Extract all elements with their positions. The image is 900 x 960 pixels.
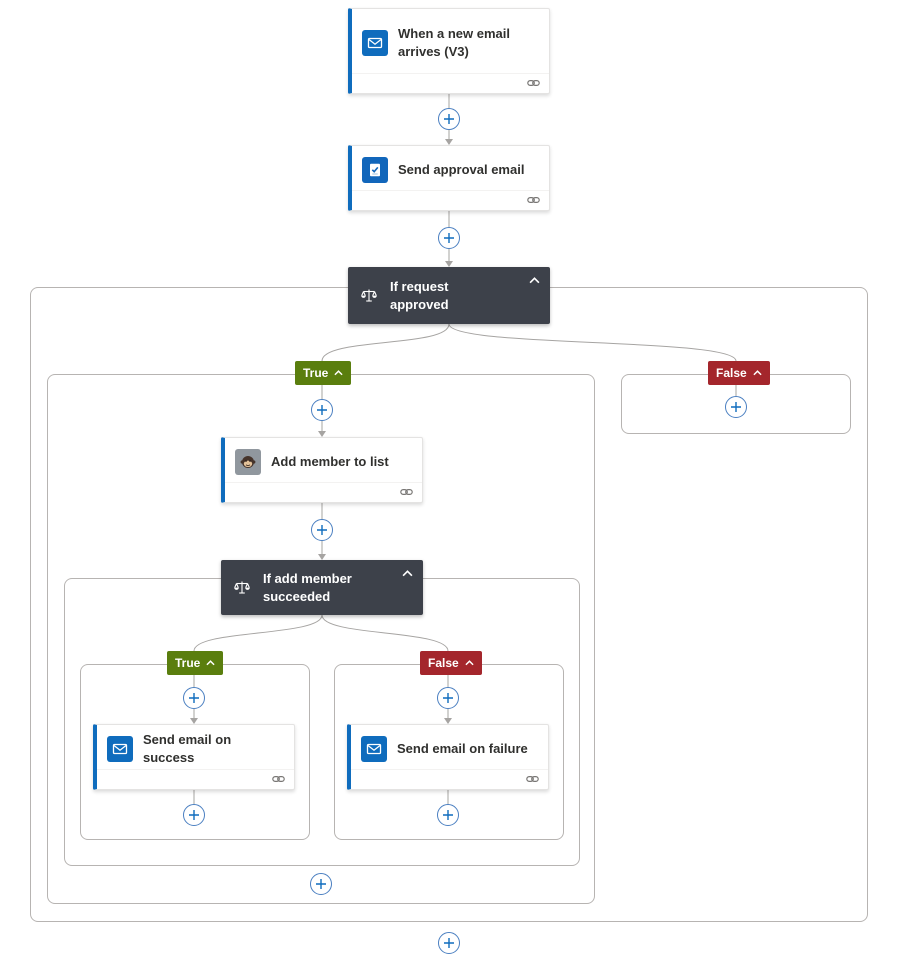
insert-step-button[interactable] xyxy=(725,396,747,418)
card-footer xyxy=(352,73,549,93)
connection-link-icon xyxy=(400,488,413,495)
plus-icon xyxy=(444,114,454,124)
card-footer xyxy=(351,769,548,789)
chevron-up-icon[interactable] xyxy=(334,370,343,376)
plus-icon xyxy=(189,693,199,703)
insert-step-button[interactable] xyxy=(183,687,205,709)
nested-true-branch-badge[interactable]: True xyxy=(167,651,224,675)
chevron-up-icon[interactable] xyxy=(753,370,762,376)
chevron-up-icon[interactable] xyxy=(402,570,413,577)
card-footer xyxy=(225,482,422,502)
card-footer xyxy=(97,769,294,789)
approvals-icon xyxy=(362,157,388,183)
plus-icon xyxy=(189,810,199,820)
plus-icon xyxy=(317,525,327,535)
card-title: Send email on success xyxy=(143,732,232,765)
condition-title: If add member succeeded xyxy=(263,570,352,604)
plus-icon xyxy=(444,938,454,948)
outlook-email-icon xyxy=(107,736,133,762)
insert-step-button[interactable] xyxy=(183,804,205,826)
false-branch-badge[interactable]: False xyxy=(708,361,770,385)
condition-scale-icon xyxy=(360,287,378,305)
insert-step-button[interactable] xyxy=(437,687,459,709)
insert-step-button[interactable] xyxy=(311,519,333,541)
outlook-email-icon xyxy=(361,736,387,762)
insert-step-button[interactable] xyxy=(437,804,459,826)
card-row: Add member to list xyxy=(225,438,422,482)
badge-label: False xyxy=(428,656,459,670)
card-row: Send email on success xyxy=(97,725,294,769)
connection-link-icon xyxy=(527,196,540,203)
condition-card-if-request-approved[interactable]: If request approved xyxy=(348,267,550,324)
plus-icon xyxy=(444,233,454,243)
chevron-up-icon[interactable] xyxy=(206,660,215,666)
card-row: When a new email arrives (V3) xyxy=(352,9,549,73)
card-title: Send email on failure xyxy=(397,741,528,757)
action-card-send-email-on-success[interactable]: Send email on success xyxy=(93,724,295,790)
insert-step-button[interactable] xyxy=(310,873,332,895)
action-card-send-approval-email[interactable]: Send approval email xyxy=(348,145,550,211)
mailchimp-icon xyxy=(235,449,261,475)
insert-step-button[interactable] xyxy=(311,399,333,421)
plus-icon xyxy=(443,693,453,703)
card-row: Send email on failure xyxy=(351,725,548,769)
condition-title: If request approved xyxy=(390,278,449,312)
card-title: Send approval email xyxy=(398,162,525,178)
insert-step-button[interactable] xyxy=(438,108,460,130)
card-footer xyxy=(352,190,549,210)
nested-false-branch-badge[interactable]: False xyxy=(420,651,482,675)
trigger-card-when-new-email-arrives[interactable]: When a new email arrives (V3) xyxy=(348,8,550,94)
action-card-send-email-on-failure[interactable]: Send email on failure xyxy=(347,724,549,790)
chevron-up-icon[interactable] xyxy=(529,277,540,284)
plus-icon xyxy=(316,879,326,889)
condition-scale-icon xyxy=(233,579,251,597)
insert-step-button[interactable] xyxy=(438,932,460,954)
connection-link-icon xyxy=(526,775,539,782)
outlook-email-icon xyxy=(362,30,388,56)
insert-step-button[interactable] xyxy=(438,227,460,249)
condition-card-if-add-member-succeeded[interactable]: If add member succeeded xyxy=(221,560,423,615)
true-branch-badge[interactable]: True xyxy=(295,361,352,385)
plus-icon xyxy=(731,402,741,412)
badge-label: True xyxy=(175,656,201,670)
badge-label: False xyxy=(716,366,747,380)
badge-label: True xyxy=(303,366,329,380)
connection-link-icon xyxy=(272,775,285,782)
connection-link-icon xyxy=(527,79,540,86)
chevron-up-icon[interactable] xyxy=(465,660,474,666)
action-card-add-member-to-list[interactable]: Add member to list xyxy=(221,437,423,503)
card-title: When a new email arrives (V3) xyxy=(398,26,510,59)
card-row: Send approval email xyxy=(352,146,549,190)
plus-icon xyxy=(317,405,327,415)
plus-icon xyxy=(443,810,453,820)
card-title: Add member to list xyxy=(271,454,389,470)
